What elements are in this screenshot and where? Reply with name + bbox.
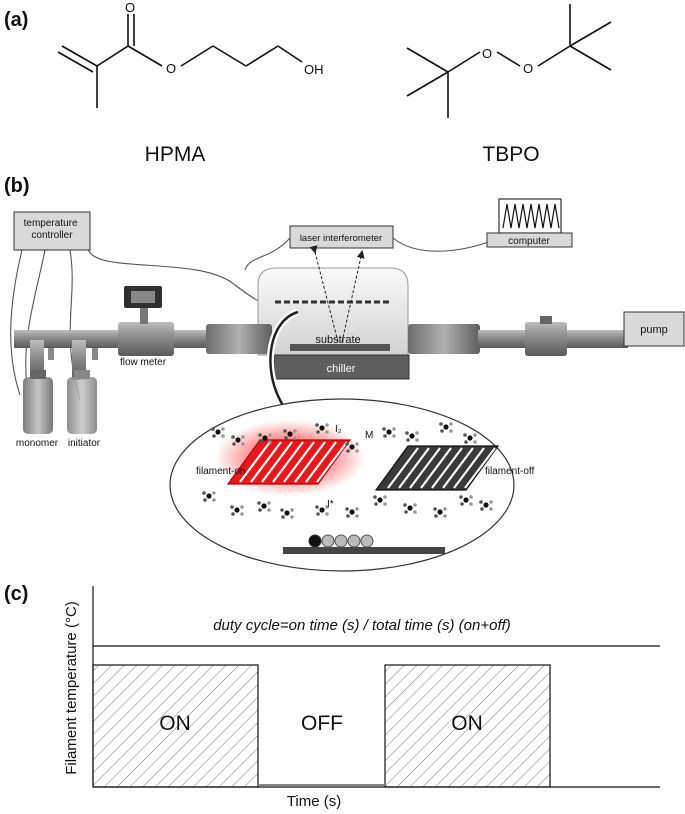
filament-on-label: filament-on	[196, 466, 245, 477]
tbpo-structure	[406, 4, 612, 118]
inlet-piping	[14, 306, 272, 380]
initiator-label: initiator	[68, 438, 101, 449]
on-period-1	[92, 664, 259, 788]
filament-off-label: filament-off	[485, 466, 535, 477]
reactor-chamber	[257, 267, 409, 356]
molecule-cloud	[202, 422, 493, 519]
outlet-piping	[408, 316, 628, 356]
panel-label-b: (b)	[4, 175, 30, 197]
polymer-chain	[283, 534, 445, 554]
on-period-2	[384, 664, 551, 788]
duty-cycle-chart	[92, 586, 660, 788]
hpma-ester-o: O	[166, 61, 176, 76]
i2-label: I₂	[335, 424, 342, 435]
chiller	[273, 354, 410, 380]
filament-off-grid	[374, 445, 500, 491]
radical-label: I*	[327, 499, 334, 510]
filament-on-grid	[215, 420, 365, 496]
temperature-controller-label: temperature controller	[24, 218, 81, 241]
hpma-name: HPMA	[145, 143, 206, 166]
laser-beams	[309, 245, 365, 343]
panel-label-a: (a)	[4, 9, 28, 31]
pump-box	[623, 311, 685, 347]
off-label: OFF	[301, 712, 343, 735]
chart-x-label: Time (s)	[287, 793, 341, 810]
flow-meter	[124, 286, 162, 308]
tbpo-name: TBPO	[482, 143, 539, 166]
flow-meter-label: flow meter	[120, 357, 167, 368]
tbpo-o2: O	[523, 61, 533, 76]
computer	[486, 198, 573, 248]
hpma-structure	[57, 14, 303, 108]
monomer-bottle	[23, 370, 53, 434]
hpma-carbonyl-o: O	[125, 0, 135, 15]
duty-cycle-formula: duty cycle=on time (s) / total time (s) …	[213, 617, 511, 634]
substrate	[290, 344, 390, 351]
hpma-oh: OH	[304, 62, 324, 77]
temperature-controller-box	[13, 211, 91, 251]
chart-y-label: Filament temperature (°C)	[63, 601, 80, 775]
monomer-label: monomer	[16, 438, 59, 449]
on-label-2: ON	[451, 712, 483, 735]
panel-label-c: (c)	[4, 583, 28, 605]
pump-label: pump	[640, 324, 668, 336]
computer-label: computer	[508, 236, 550, 247]
chiller-label: chiller	[327, 363, 356, 375]
laser-interferometer-box	[289, 225, 394, 249]
on-label-1: ON	[159, 712, 191, 735]
tbpo-o1: O	[482, 46, 492, 61]
monomer-symbol-label: M	[365, 430, 373, 441]
initiator-bottle	[67, 370, 97, 434]
substrate-label: substrate	[315, 334, 360, 346]
laser-interferometer-label: laser interferometer	[300, 233, 382, 244]
